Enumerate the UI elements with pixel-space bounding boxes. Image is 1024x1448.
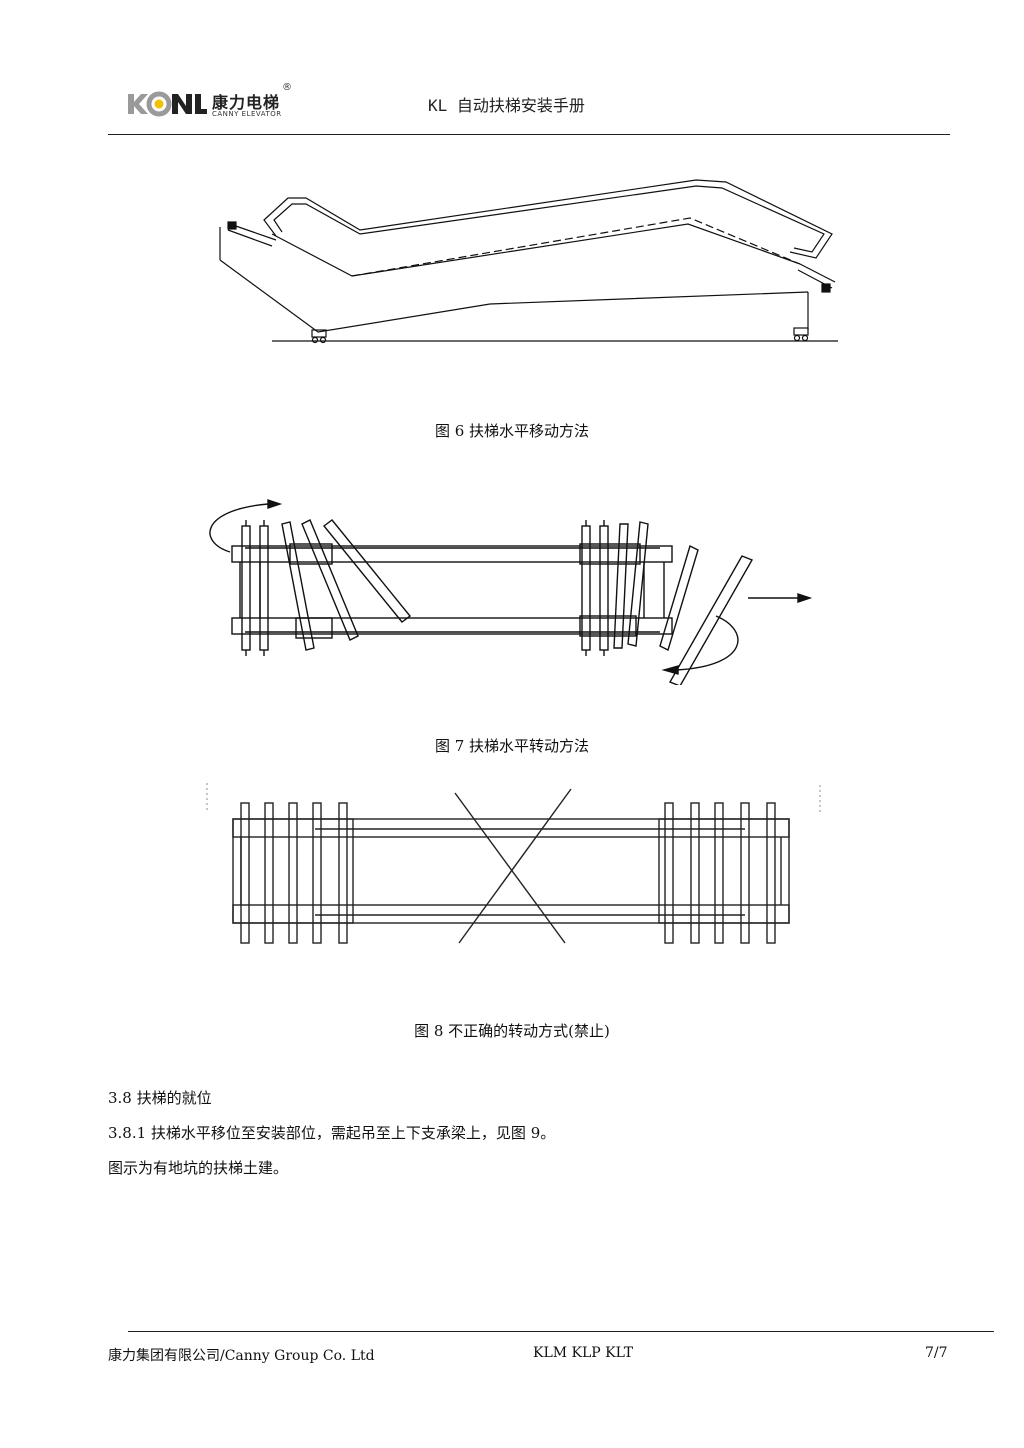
footer-models: KLM KLP KLT bbox=[533, 1345, 634, 1361]
company-logo: 康力电梯 ® CANNY ELEVATOR bbox=[126, 82, 296, 122]
figure-8-incorrect-rotation-drawing bbox=[206, 783, 821, 944]
konl-logo-icon bbox=[128, 91, 207, 117]
figure-8-caption: 图 8 不正确的转动方式(禁止) bbox=[414, 1022, 610, 1040]
page-header-title: KL 自动扶梯安装手册 bbox=[428, 96, 585, 115]
section-paragraph-2: 图示为有地坑的扶梯土建。 bbox=[108, 1159, 289, 1177]
footer-divider bbox=[128, 1331, 994, 1332]
footer-company: 康力集团有限公司/Canny Group Co. Ltd bbox=[108, 1348, 375, 1364]
page-number: 7/7 bbox=[925, 1345, 948, 1361]
section-heading: 3.8 扶梯的就位 bbox=[108, 1089, 212, 1107]
figure-7-escalator-horizontal-rotation-drawing bbox=[209, 499, 813, 685]
figure-6-escalator-horizontal-move-drawing bbox=[219, 179, 838, 344]
header-divider bbox=[108, 134, 950, 135]
logo-english-name: CANNY ELEVATOR bbox=[212, 110, 282, 118]
logo-chinese-name: 康力电梯 bbox=[212, 93, 281, 112]
registered-mark: ® bbox=[282, 82, 292, 93]
figure-7-caption: 图 7 扶梯水平转动方法 bbox=[434, 737, 590, 755]
figure-6-caption: 图 6 扶梯水平移动方法 bbox=[434, 422, 590, 440]
section-paragraph-1: 3.8.1 扶梯水平移位至安装部位，需起吊至上下支承梁上，见图 9。 bbox=[108, 1124, 556, 1142]
